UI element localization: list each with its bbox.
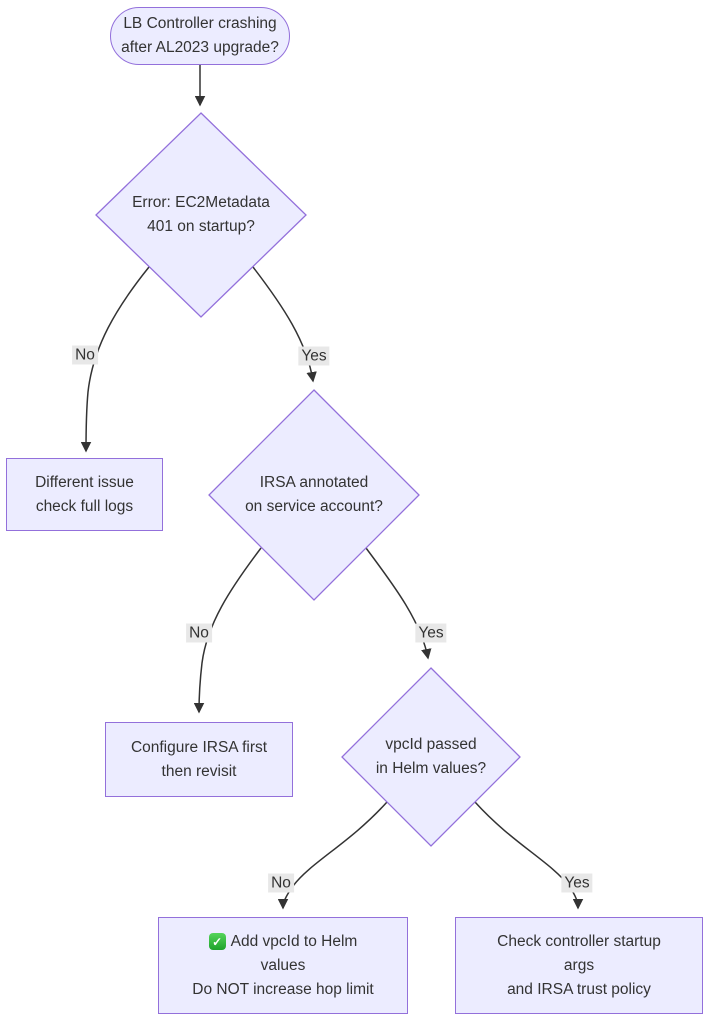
edge-q1-no xyxy=(80,266,150,453)
decision-diamond-q3 xyxy=(341,667,521,847)
node-check-args-text-line1: Check controller startup xyxy=(497,932,661,950)
edge-q3-no xyxy=(277,801,388,910)
node-check-args-text-line3: and IRSA trust policy xyxy=(507,980,651,998)
decision-diamond-q1 xyxy=(95,112,307,318)
node-add-vpcid: ✓ Add vpcId to Helm values Do NOT increa… xyxy=(158,917,408,1014)
node-different-issue: Different issue check full logs xyxy=(6,458,163,531)
check-icon: ✓ xyxy=(208,933,226,950)
decision-diamond-q2 xyxy=(208,389,420,601)
edge-label-q2-yes: Yes xyxy=(415,623,447,643)
edge-label-q3-yes: Yes xyxy=(561,873,593,893)
node-configure-irsa: Configure IRSA first then revisit xyxy=(105,722,293,797)
node-check-args-text-line2: args xyxy=(563,956,595,974)
node-q3: vpcId passed in Helm values? xyxy=(346,732,516,782)
node-add-vpcid-text-line2: values xyxy=(260,956,306,974)
node-q1-text-line1: Error: EC2Metadata xyxy=(132,194,270,211)
node-q1-text-line2: 401 on startup? xyxy=(147,218,255,235)
node-configure-irsa-text-line1: Configure IRSA first xyxy=(130,738,268,756)
node-q3-text-line2: in Helm values? xyxy=(375,760,487,777)
node-different-issue-text-line1: Different issue xyxy=(35,473,134,491)
node-add-vpcid-text-line1-label: Add vpcId to Helm xyxy=(230,932,358,950)
edge-q1-yes xyxy=(252,266,317,383)
edge-label-q1-no: No xyxy=(72,345,98,365)
node-configure-irsa-text-line2: then revisit xyxy=(161,762,237,780)
edge-label-q2-no: No xyxy=(186,623,212,643)
node-q3-text-line1: vpcId passed xyxy=(385,736,477,753)
node-start-text-line2: after AL2023 upgrade? xyxy=(121,39,279,56)
node-add-vpcid-text-line1: ✓ Add vpcId to Helm xyxy=(208,930,358,954)
node-q2-text-line2: on service account? xyxy=(245,498,383,515)
edge-q2-yes xyxy=(365,547,432,660)
node-check-args: Check controller startup args and IRSA t… xyxy=(455,917,703,1014)
edge-q2-no xyxy=(193,547,262,714)
node-add-vpcid-text-line3: Do NOT increase hop limit xyxy=(192,980,374,998)
node-q1: Error: EC2Metadata 401 on startup? xyxy=(111,190,291,240)
node-q2-text-line1: IRSA annotated xyxy=(259,474,369,491)
edge-label-q1-yes: Yes xyxy=(298,346,330,366)
node-start: LB Controller crashing after AL2023 upgr… xyxy=(110,7,290,65)
node-different-issue-text-line2: check full logs xyxy=(35,497,134,515)
edge-label-q3-no: No xyxy=(268,873,294,893)
node-start-text-line1: LB Controller crashing xyxy=(123,15,277,32)
node-q2: IRSA annotated on service account? xyxy=(214,470,414,520)
